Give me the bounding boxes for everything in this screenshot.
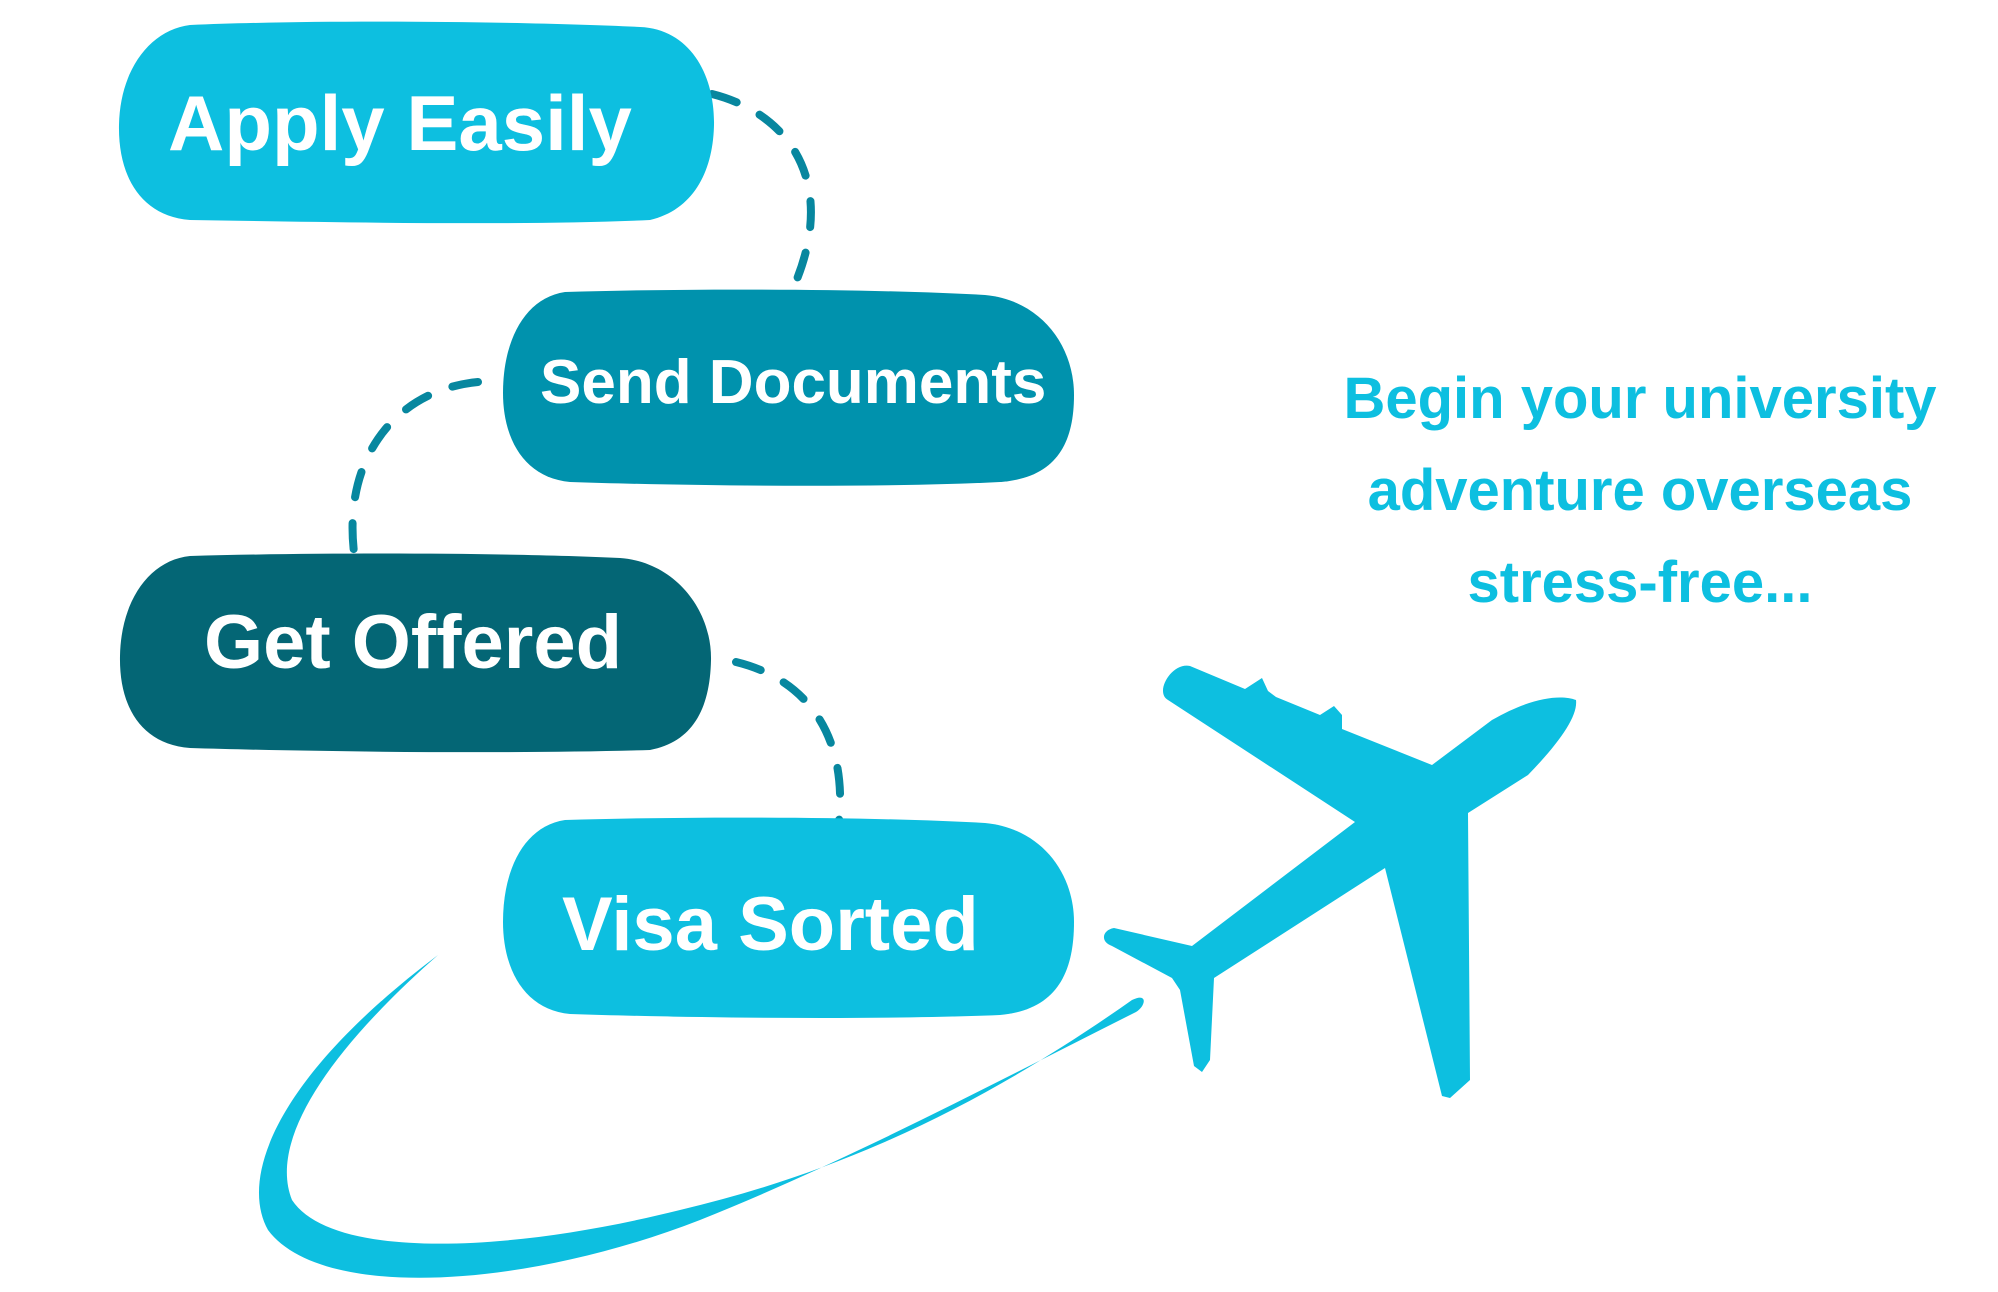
connector-send-to-offered: [348, 378, 482, 564]
tagline-line-1: Begin your university: [1343, 366, 1936, 431]
step-get-offered: Get Offered: [119, 553, 712, 753]
step-label: Get Offered: [204, 600, 622, 685]
step-send-documents-blob: [503, 289, 1074, 486]
airplane-icon: [1103, 665, 1577, 1098]
step-visa-sorted: Visa Sorted: [503, 817, 1074, 1018]
tagline-line-3: stress-free...: [1468, 550, 1813, 615]
step-apply-easily-blob: [118, 21, 715, 224]
step-connectors: [348, 90, 845, 834]
connector-apply-to-send: [708, 90, 815, 299]
connector-offered-to-visa: [732, 658, 845, 834]
step-send-documents: Send Documents: [503, 289, 1074, 486]
step-apply-easily: Apply Easily: [118, 21, 715, 224]
step-get-offered-blob: [119, 553, 712, 753]
step-visa-sorted-blob: [503, 817, 1074, 1018]
flight-trail-swoosh: [258, 955, 1144, 1278]
step-label: Send Documents: [540, 348, 1046, 417]
tagline-line-2: adventure overseas: [1368, 458, 1913, 523]
step-label: Apply Easily: [168, 79, 632, 167]
step-label: Visa Sorted: [562, 882, 979, 967]
tagline: Begin your university adventure overseas…: [1343, 366, 1936, 615]
